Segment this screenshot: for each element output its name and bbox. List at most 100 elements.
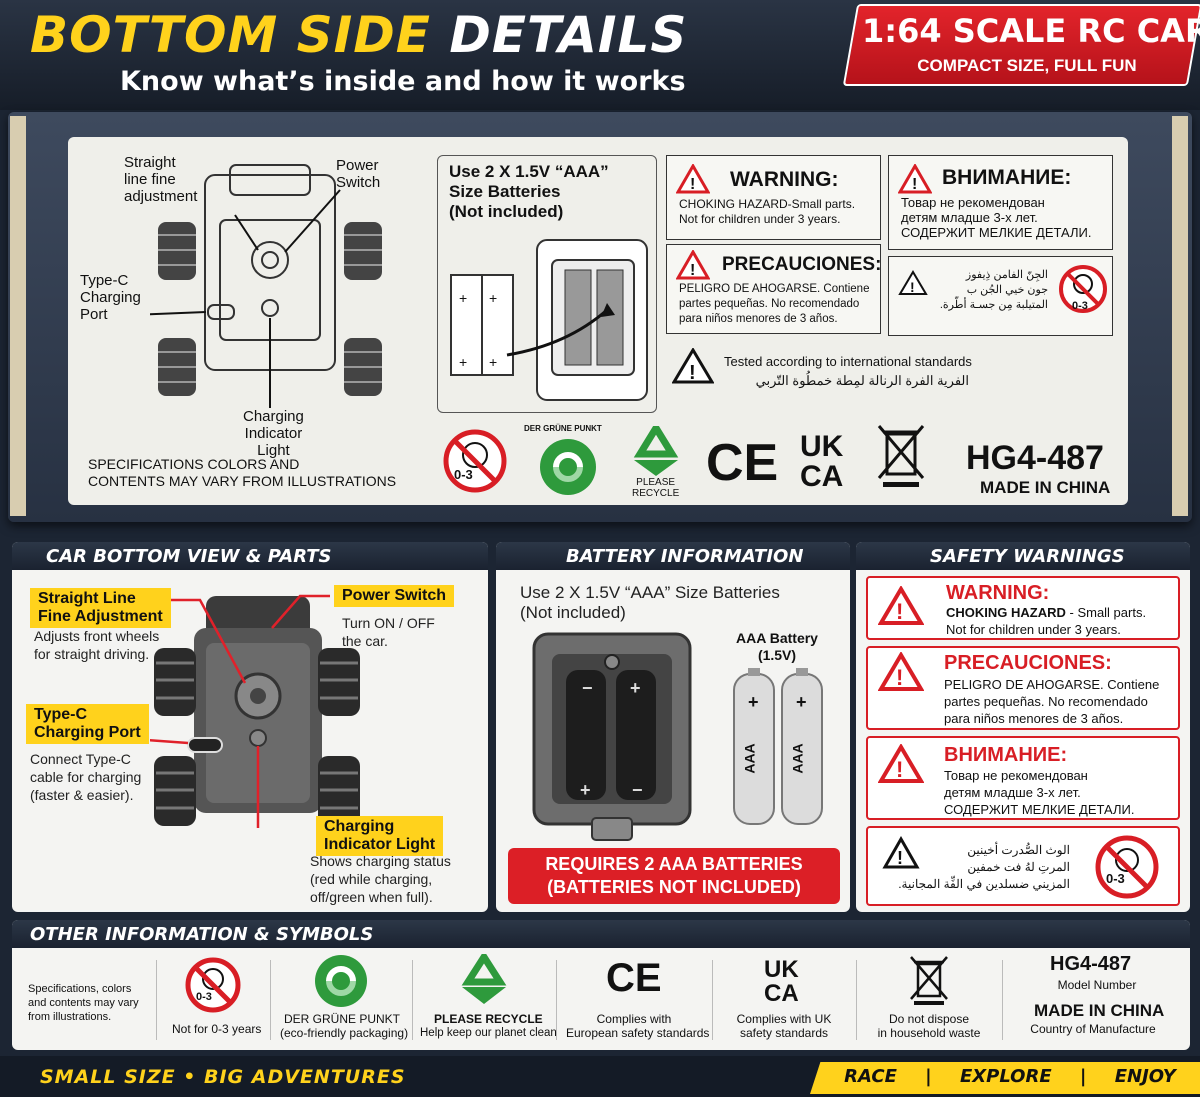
warning-triangle-icon: ! [898,164,932,194]
desc-charging-light: Shows charging status (red while chargin… [310,853,451,905]
age-0-3-icon [443,429,507,493]
svg-text:+: + [459,290,467,306]
tested-standards: Tested according to international standa… [724,354,972,369]
battery-info-text: Use 2 X 1.5V “AAA” Size Batteries (Not i… [520,583,780,622]
other-green-label: DER GRÜNE PUNKT (eco-friendly packaging) [280,1012,409,1040]
panel-safety-header [856,542,1190,570]
other-recycle-bold: PLEASE RECYCLE [434,1012,543,1026]
callout-charging-light: Charging Indicator Light [243,408,304,459]
tested-standards-ar: الفرية الفرة الرنالة لمِطة خمطُوة التّرب… [755,373,969,388]
panel-car-bottom-header [12,542,488,570]
other-weee-label: Do not dispose in household waste [877,1012,981,1040]
other-made-in: MADE IN CHINA [1034,1001,1165,1020]
battery-compartment-drawing: + + + + [450,239,648,401]
callout-power-switch: Power Switch [336,157,381,191]
warning-triangle-icon: ! [878,652,924,691]
age-0-3-icon [1059,265,1107,313]
safety-en-rest: - Small parts. Not for children under 3 … [946,605,1147,637]
weee-bin-icon [877,425,925,487]
battery-compartment-photo: − + + − [532,632,692,841]
aaa-mark-2: AAA [789,743,806,774]
svg-text:+: + [796,692,807,712]
desc-straight-adjust: Adjusts front wheels for straight drivin… [34,628,160,662]
box-warning-ru [888,155,1113,250]
divider [270,960,271,1040]
age-0-3-icon [1095,835,1159,899]
other-ukca-label: Complies with UK safety standards [736,1012,832,1040]
divider [556,960,557,1040]
other-recycle-label: Help keep our planet clean [420,1027,557,1039]
page-subtitle: Know what’s inside and how it works [120,66,686,97]
other-ce-label: Complies with European safety standards [566,1012,710,1040]
green-dot-label: DER GRÜNE PUNKT [524,424,602,433]
other-model-number: HG4-487 [1050,953,1132,975]
box-warning-en-body: CHOKING HAZARD-Small parts. Not for chil… [679,197,856,226]
svg-text:+: + [489,354,497,370]
warning-triangle-icon: ! [676,164,710,194]
box-warning-en-head: WARNING: [730,168,839,191]
car-bottom-photo [150,594,360,828]
warning-triangle-icon: ! [878,586,924,625]
battery-instruction-frame [437,155,657,413]
green-dot-icon [540,439,596,495]
svg-text:!: ! [896,599,903,624]
box-warning-es [666,244,881,334]
box-edge-left [10,116,26,516]
svg-text:!: ! [690,262,695,279]
callout-typec-port: Type-C Charging Port [80,272,141,323]
svg-text:+: + [459,354,467,370]
callout-straight-adjust: Straight line fine adjustment [124,154,198,205]
box-made-in: MADE IN CHINA [980,478,1111,497]
tag-charging-light: Charging Indicator Light [316,816,444,856]
aaa-battery-label: AAA Battery (1.5V) [736,630,818,663]
svg-text:!: ! [896,757,903,782]
footer-slogan: SMALL SIZE • BIG ADVENTURES [40,1066,406,1088]
box-edge-right [1172,116,1188,516]
tag-power-switch: Power Switch [334,585,455,607]
divider [712,960,713,1040]
warning-triangle-icon: ! [878,744,924,783]
ukca-mark-top: UK [800,430,844,463]
footer-sep: | [925,1066,932,1087]
scale-subtitle: COMPACT SIZE, FULL FUN [917,56,1137,75]
specs-vary-note: Specifications, colors and contents may … [28,983,139,1023]
svg-text:!: ! [689,362,696,384]
svg-text:+: + [580,780,591,800]
svg-text:!: ! [912,176,917,193]
box-warning-en [666,155,881,240]
car-outline-drawing [150,164,382,408]
divider [412,960,413,1040]
footer-explore: EXPLORE [959,1066,1052,1087]
safety-age-label: 0-3 [1106,871,1125,886]
safety-card-es [866,646,1180,730]
panel-car-bottom-title: CAR BOTTOM VIEW & PARTS [46,546,332,567]
box-age-label: 0-3 [1072,300,1088,312]
title-yellow: BOTTOM SIDE [30,6,431,64]
svg-text:+: + [630,678,641,698]
green-dot-icon [315,955,367,1007]
panel-other-info-header [12,920,1190,948]
box-warning-es-head: PRECAUCIONES: [722,254,882,275]
desc-typec-port: Connect Type-C cable for charging (faste… [30,751,142,803]
divider [1002,960,1003,1040]
safety-ru-body: Товар не рекомендован детям младше 3-х л… [944,768,1135,817]
aaa-battery-icon: + + [733,668,823,825]
warning-triangle-icon: ! [898,270,928,295]
footer-right-words: RACE | EXPLORE | ENJOY [830,1066,1190,1087]
svg-text:!: ! [896,665,903,690]
other-age-label: Not for 0-3 years [172,1022,262,1036]
recycle-icon [633,426,679,476]
specs-note: SPECIFICATIONS COLORS AND CONTENTS MAY V… [88,456,397,489]
safety-ru-head: ВНИМАНИЕ: [944,744,1068,766]
scale-title: 1:64 SCALE RC CAR [862,12,1200,50]
title-white: DETAILS [449,6,688,64]
divider [856,960,857,1040]
desc-power-switch: Turn ON / OFF the car. [342,615,435,649]
footer-sep: | [1079,1066,1087,1087]
safety-en-body: CHOKING HAZARD - Small parts. Not for ch… [946,604,1146,638]
ukca-mark-top: UK [764,956,799,983]
recycle-label: PLEASE RECYCLE [632,477,680,499]
requires-batteries-banner: REQUIRES 2 AAA BATTERIES (BATTERIES NOT … [508,848,840,904]
ukca-mark-bottom: CA [800,460,844,493]
svg-text:+: + [489,290,497,306]
